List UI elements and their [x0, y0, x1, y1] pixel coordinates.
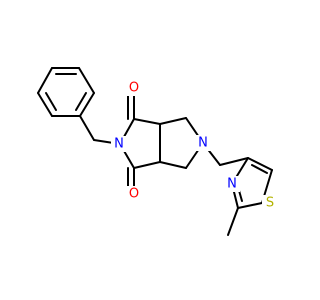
- atom-n-imide: N: [114, 137, 124, 152]
- benzene-ring: [37, 67, 95, 117]
- atom-n-thiazole: N: [227, 177, 237, 192]
- imide-ring: [119, 94, 161, 193]
- atom-o-top: O: [129, 81, 139, 96]
- atom-s-thiazole: S: [266, 196, 274, 211]
- atom-o-bottom: O: [129, 187, 139, 202]
- molecular-structure-diagram: O O N N N S: [37, 67, 275, 236]
- atom-n-pyrrolidine: N: [198, 136, 208, 151]
